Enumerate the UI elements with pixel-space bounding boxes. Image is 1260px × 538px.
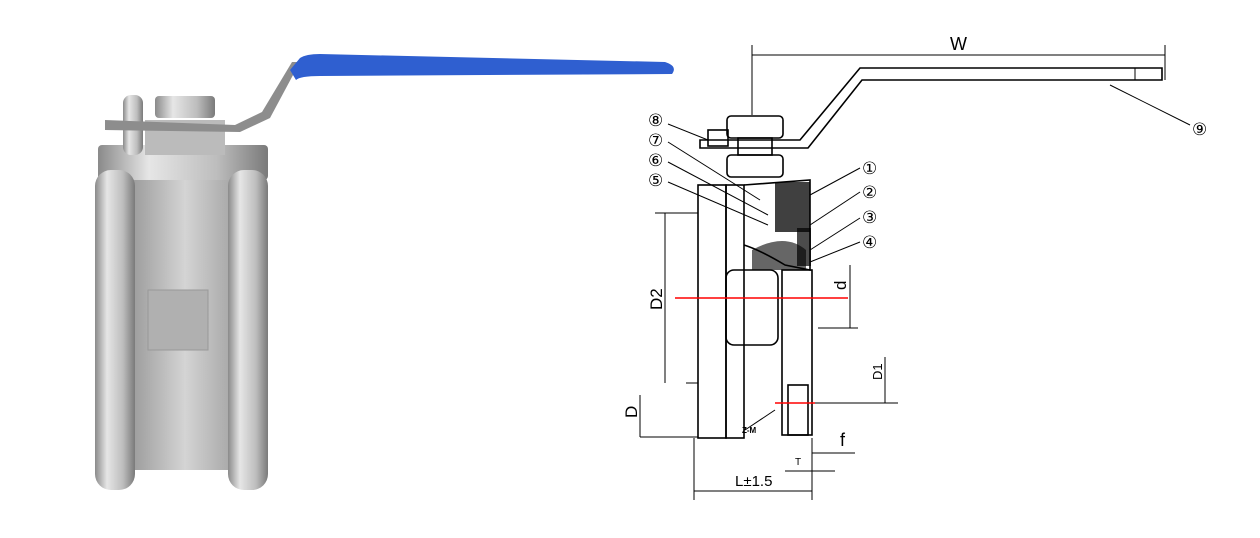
label-d1: D1 <box>870 363 885 380</box>
valve-photo <box>95 54 674 490</box>
part-7: ⑦ <box>648 131 663 150</box>
label-d-outer: D <box>622 406 641 418</box>
valve-handle <box>105 54 674 132</box>
part-callouts: ① ② ③ ④ ⑤ ⑥ ⑦ ⑧ ⑨ <box>648 111 1207 263</box>
part-4: ④ <box>862 233 877 252</box>
label-f: f <box>840 430 846 450</box>
part-2: ② <box>862 183 877 202</box>
part-9: ⑨ <box>1192 120 1207 139</box>
part-8: ⑧ <box>648 111 663 130</box>
label-l: L±1.5 <box>735 473 772 490</box>
part-5: ⑤ <box>648 171 663 190</box>
label-t: T <box>795 457 801 468</box>
part-1: ① <box>862 159 877 178</box>
drawing-handle <box>699 67 1191 149</box>
part-3: ③ <box>862 208 877 227</box>
drawing-stem <box>707 115 784 178</box>
dimension-w: W <box>751 34 1166 115</box>
dimension-lines <box>639 212 898 500</box>
label-w: W <box>950 34 967 54</box>
drawing-body <box>686 179 813 439</box>
label-thread: Z-M <box>742 426 757 435</box>
dimension-labels: D2 d D1 D f T L±1.5 Z-M <box>622 281 885 490</box>
part-6: ⑥ <box>648 151 663 170</box>
label-d: d <box>831 281 850 290</box>
label-d2: D2 <box>647 288 666 310</box>
